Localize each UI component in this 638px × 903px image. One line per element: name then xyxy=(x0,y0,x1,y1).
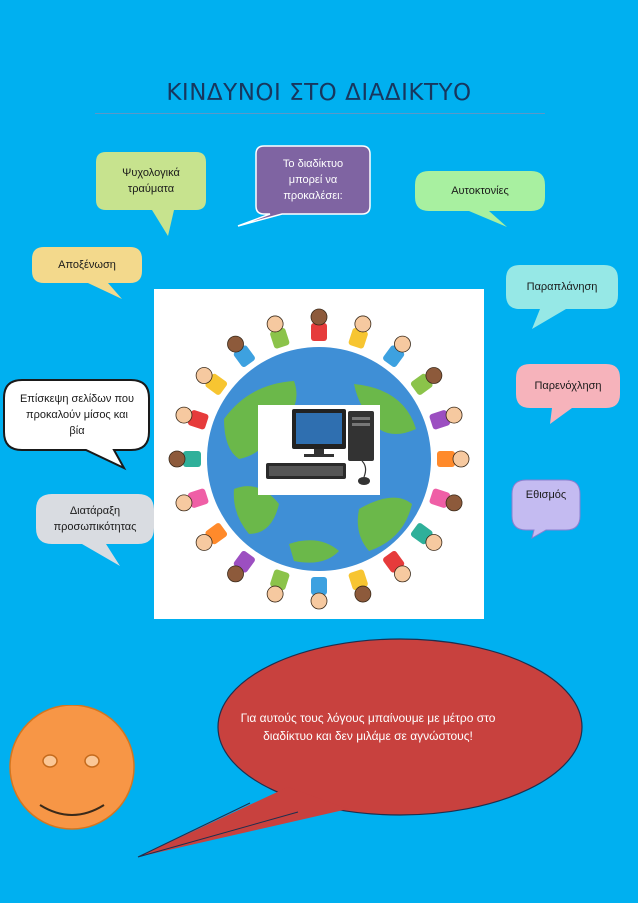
computer-icon xyxy=(258,405,380,495)
smiley-face-icon xyxy=(9,705,135,830)
child-figure xyxy=(175,406,209,430)
bubble-suicide: Αυτοκτονίες xyxy=(415,171,545,227)
child-figure xyxy=(266,315,290,349)
child-figure xyxy=(168,450,201,468)
child-figure xyxy=(266,569,290,603)
child-figure xyxy=(410,523,443,551)
child-figure xyxy=(383,335,411,368)
bubble-hate-sites-text: Επίσκεψη σελίδων που προκαλούν μίσος και… xyxy=(19,393,135,437)
bubble-trauma: Ψυχολογικά τραύματα xyxy=(96,152,206,236)
child-figure xyxy=(227,550,255,583)
child-figure xyxy=(310,577,328,610)
bubble-alienation-shape xyxy=(32,247,142,299)
bubble-message: Για αυτούς τους λόγους μπαίνουμε με μέτρ… xyxy=(137,637,586,887)
bubble-personality-shape xyxy=(36,494,154,566)
bubble-misleading-shape xyxy=(506,265,618,329)
page-title: ΚΙΝΔΥΝΟΙ ΣΤΟ ΔΙΑΔΙΚΤΥΟ xyxy=(166,80,472,106)
bubble-trauma-shape xyxy=(96,152,206,236)
child-figure xyxy=(429,488,463,512)
bubble-suicide-shape xyxy=(415,171,545,227)
child-figure xyxy=(437,450,470,468)
children-globe-image xyxy=(154,289,484,619)
title-divider xyxy=(95,113,545,114)
bubble-hate-sites-shape xyxy=(3,379,150,471)
bubble-center-text: Το διαδίκτυο μπορεί να προκαλέσει: xyxy=(282,158,344,202)
bubble-misleading: Παραπλάνηση xyxy=(506,265,618,329)
bubble-suicide-text: Αυτοκτονίες xyxy=(451,185,509,197)
bubble-message-shape xyxy=(137,638,583,858)
child-figure xyxy=(429,406,463,430)
bubble-alienation: Αποξένωση xyxy=(32,247,142,299)
bubble-center: Το διαδίκτυο μπορεί να προκαλέσει: xyxy=(237,145,371,227)
child-figure xyxy=(310,308,328,341)
bubble-trauma-text: Ψυχολογικά τραύματα xyxy=(122,167,180,195)
bubble-center-shape xyxy=(237,145,371,227)
bubble-personality: Διατάραξη προσωπικότητας xyxy=(36,494,154,566)
children-ring xyxy=(168,308,470,610)
bubble-alienation-text: Αποξένωση xyxy=(58,259,116,271)
bubble-harassment-text: Παρενόχληση xyxy=(534,380,602,392)
bubble-harassment: Παρενόχληση xyxy=(516,364,620,424)
bubble-message-text: Για αυτούς τους λόγους μπαίνουμε με μέτρ… xyxy=(240,711,496,743)
child-figure xyxy=(383,550,411,583)
bubble-misleading-text: Παραπλάνηση xyxy=(526,281,598,293)
bubble-hate-sites: Επίσκεψη σελίδων που προκαλούν μίσος και… xyxy=(3,379,150,471)
child-figure xyxy=(227,335,255,368)
child-figure xyxy=(410,367,443,395)
child-figure xyxy=(348,569,372,603)
child-figure xyxy=(348,315,372,349)
bubble-personality-text: Διατάραξη προσωπικότητας xyxy=(53,505,137,533)
child-figure xyxy=(195,523,228,551)
child-figure xyxy=(175,488,209,512)
bubble-addiction-text: Εθισμός xyxy=(525,489,567,501)
bubble-addiction-shape xyxy=(511,479,581,540)
bubble-harassment-shape xyxy=(516,364,620,424)
bubble-addiction: Εθισμός xyxy=(511,479,581,540)
child-figure xyxy=(195,367,228,395)
children-circle-icon xyxy=(168,308,470,610)
